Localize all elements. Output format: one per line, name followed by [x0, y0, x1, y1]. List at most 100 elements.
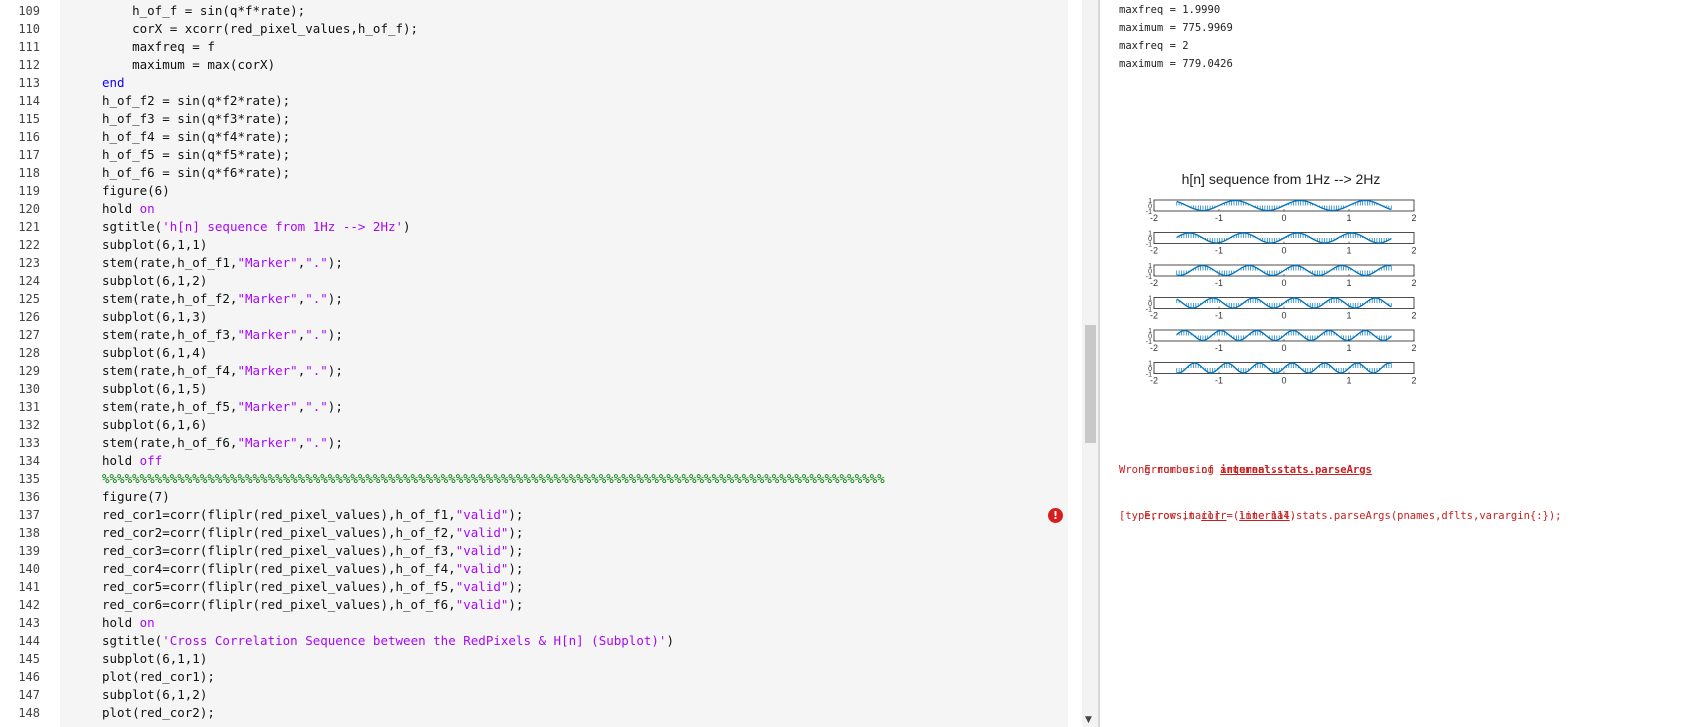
line-number: 115: [18, 112, 40, 126]
code-token: );: [327, 291, 343, 306]
code-token: ".": [305, 399, 328, 414]
code-line[interactable]: red_cor4=corr(fliplr(red_pixel_values),h…: [102, 560, 523, 578]
code-line[interactable]: corX = xcorr(red_pixel_values,h_of_f);: [102, 20, 418, 38]
code-line[interactable]: maxfreq = f: [102, 38, 215, 56]
code-line[interactable]: plot(red_cor1);: [102, 668, 215, 686]
code-line[interactable]: red_cor5=corr(fliplr(red_pixel_values),h…: [102, 578, 523, 596]
code-token: 'Cross Correlation Sequence between the …: [162, 633, 667, 648]
code-line[interactable]: h_of_f2 = sin(q*f2*rate);: [102, 92, 290, 110]
x-tick-label: 1: [1346, 246, 1351, 256]
code-line[interactable]: subplot(6,1,2): [102, 272, 207, 290]
code-line[interactable]: stem(rate,h_of_f6,"Marker",".");: [102, 434, 343, 452]
code-line[interactable]: red_cor3=corr(fliplr(red_pixel_values),h…: [102, 542, 523, 560]
error-link-line[interactable]: line 114: [1239, 510, 1290, 522]
code-token: figure(7): [102, 489, 170, 504]
code-token: "valid": [455, 561, 509, 576]
code-token: "Marker": [237, 435, 298, 450]
code-token: );: [327, 399, 343, 414]
code-token: ".": [305, 435, 328, 450]
code-token: subplot(6,1,5): [102, 381, 208, 396]
code-line[interactable]: plot(red_cor2);: [102, 704, 215, 722]
code-token: subplot(6,1,4): [102, 345, 208, 360]
code-line[interactable]: stem(rate,h_of_f4,"Marker",".");: [102, 362, 343, 380]
code-token: subplot(6,1,1): [102, 237, 208, 252]
error-line-2: Error in corr (line 114): [1119, 492, 1296, 540]
line-number: 134: [18, 454, 40, 468]
code-line[interactable]: h_of_f3 = sin(q*f3*rate);: [102, 110, 290, 128]
line-number: 125: [18, 292, 40, 306]
code-line[interactable]: h_of_f4 = sin(q*f4*rate);: [102, 128, 290, 146]
code-line[interactable]: red_cor6=corr(fliplr(red_pixel_values),h…: [102, 596, 523, 614]
stem-series-3: [1176, 265, 1392, 276]
code-token: ,: [297, 291, 306, 306]
code-line[interactable]: red_cor1=corr(fliplr(red_pixel_values),h…: [102, 506, 523, 524]
code-line[interactable]: hold on: [102, 200, 155, 218]
stem-markers-2: [1176, 232, 1392, 244]
x-tick-label: 2: [1411, 213, 1416, 223]
code-token: off: [139, 453, 163, 468]
code-token: );: [508, 507, 524, 522]
error-prefix-2: Error in: [1144, 510, 1202, 522]
code-line[interactable]: subplot(6,1,1): [102, 236, 207, 254]
code-token: );: [327, 363, 343, 378]
error-link-parseargs[interactable]: internal.stats.parseArgs: [1220, 464, 1372, 476]
code-line[interactable]: maximum = max(corX): [102, 56, 275, 74]
code-line[interactable]: red_cor2=corr(fliplr(red_pixel_values),h…: [102, 524, 523, 542]
code-line[interactable]: stem(rate,h_of_f2,"Marker",".");: [102, 290, 343, 308]
code-token: "valid": [455, 525, 509, 540]
x-tick-label: -1: [1215, 311, 1223, 321]
code-line[interactable]: subplot(6,1,2): [102, 686, 207, 704]
editor-scrollbar[interactable]: ▼: [1082, 0, 1098, 727]
code-line[interactable]: h_of_f5 = sin(q*f5*rate);: [102, 146, 290, 164]
pane-splitter[interactable]: [1098, 0, 1100, 727]
code-line[interactable]: hold off: [102, 452, 162, 470]
code-token: plot(red_cor2);: [102, 705, 215, 720]
error-message: Wrong number of arguments.: [1119, 464, 1284, 476]
code-line[interactable]: hold on: [102, 614, 155, 632]
x-tick-label: 2: [1411, 278, 1416, 288]
code-token: h_of_f4 = sin(q*f4*rate);: [102, 129, 291, 144]
code-line[interactable]: h_of_f6 = sin(q*f6*rate);: [102, 164, 290, 182]
x-tick-label: -2: [1150, 246, 1158, 256]
code-token: );: [327, 255, 343, 270]
code-token: "valid": [455, 507, 509, 522]
code-line[interactable]: sgtitle('Cross Correlation Sequence betw…: [102, 632, 674, 650]
code-token: "Marker": [237, 255, 298, 270]
code-token: stem(rate,h_of_f1,: [102, 255, 238, 270]
code-line[interactable]: subplot(6,1,1): [102, 650, 207, 668]
y-tick-label: -1: [1146, 209, 1152, 216]
code-line[interactable]: stem(rate,h_of_f1,"Marker",".");: [102, 254, 343, 272]
code-token: ".": [305, 255, 328, 270]
code-line[interactable]: subplot(6,1,6): [102, 416, 207, 434]
x-tick-label: -2: [1150, 311, 1158, 321]
code-token: subplot(6,1,3): [102, 309, 208, 324]
scrollbar-thumb[interactable]: [1085, 325, 1096, 443]
code-line[interactable]: stem(rate,h_of_f5,"Marker",".");: [102, 398, 343, 416]
code-line[interactable]: %%%%%%%%%%%%%%%%%%%%%%%%%%%%%%%%%%%%%%%%…: [102, 470, 885, 488]
line-number: 137: [18, 508, 40, 522]
line-number: 145: [18, 652, 40, 666]
code-line[interactable]: subplot(6,1,3): [102, 308, 207, 326]
code-line[interactable]: h_of_f = sin(q*f*rate);: [102, 2, 305, 20]
code-line[interactable]: subplot(6,1,5): [102, 380, 207, 398]
code-token: stem(rate,h_of_f4,: [102, 363, 238, 378]
code-line[interactable]: subplot(6,1,4): [102, 344, 207, 362]
line-number: 109: [18, 4, 40, 18]
code-line[interactable]: stem(rate,h_of_f3,"Marker",".");: [102, 326, 343, 344]
x-tick-label: 0: [1281, 213, 1286, 223]
scroll-down-arrow-icon[interactable]: ▼: [1085, 715, 1092, 725]
code-token: ): [403, 219, 411, 234]
code-line[interactable]: sgtitle('h[n] sequence from 1Hz --> 2Hz'…: [102, 218, 411, 236]
error-link-corr[interactable]: corr: [1201, 510, 1227, 522]
code-area[interactable]: h_of_f = sin(q*f*rate); corX = xcorr(red…: [60, 0, 1068, 727]
code-token: maxfreq = f: [102, 39, 215, 54]
code-token: hold: [102, 201, 140, 216]
error-marker-icon[interactable]: !: [1048, 508, 1063, 523]
code-line[interactable]: figure(7): [102, 488, 170, 506]
line-number: 141: [18, 580, 40, 594]
code-token: stem(rate,h_of_f6,: [102, 435, 238, 450]
code-line[interactable]: end: [102, 74, 125, 92]
code-line[interactable]: figure(6): [102, 182, 170, 200]
